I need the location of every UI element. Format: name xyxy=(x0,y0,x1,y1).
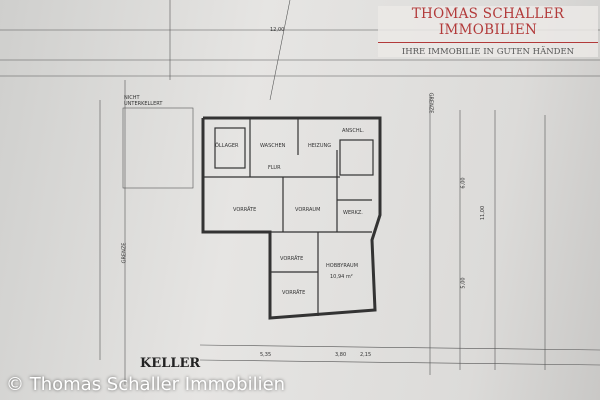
room-vorraete-2: VORRÄTE xyxy=(280,256,304,262)
dim-bottom-3: 2,15 xyxy=(360,352,372,358)
note-nicht-unterkellert: NICHT UNTERKELLERT xyxy=(124,95,163,107)
logo-subtitle: IHRE IMMOBILIE IN GUTEN HÄNDEN xyxy=(401,47,575,57)
note-grenze-2: GRENZE xyxy=(427,92,434,114)
dim-bottom-1: 5,35 xyxy=(260,352,272,358)
room-hobby-area: 10,94 m² xyxy=(330,274,353,280)
plan-title: KELLER xyxy=(140,356,201,371)
room-vorraete-1: VORRÄTE xyxy=(233,207,257,213)
logo-title: THOMAS SCHALLER IMMOBILIEN xyxy=(378,6,598,43)
dim-right-2: 6,00 xyxy=(460,177,467,189)
copyright-watermark: © Thomas Schaller Immobilien xyxy=(6,374,286,395)
dim-bottom-2: 3,80 xyxy=(335,352,347,358)
room-anschl: ANSCHL. xyxy=(342,128,364,134)
room-vorraete-3: VORRÄTE xyxy=(282,290,306,296)
note-grenze: GRENZE xyxy=(121,242,128,264)
room-vorraum: VORRAUM xyxy=(295,207,321,213)
room-oellager: ÖLLAGER xyxy=(215,143,239,149)
company-logo: THOMAS SCHALLER IMMOBILIEN IHRE IMMOBILI… xyxy=(378,6,598,57)
room-werkz: WERKZ. xyxy=(343,210,363,216)
dim-right-1: 11,00 xyxy=(480,205,487,221)
dim-right-3: 5,00 xyxy=(460,277,467,289)
room-hobbyraum: HOBBYRAUM xyxy=(326,263,359,269)
room-heizung: HEIZUNG xyxy=(308,143,332,149)
dim-top: 12,00 xyxy=(270,27,285,33)
room-waschen: WASCHEN xyxy=(260,143,286,149)
room-flur: FLUR xyxy=(268,165,281,171)
